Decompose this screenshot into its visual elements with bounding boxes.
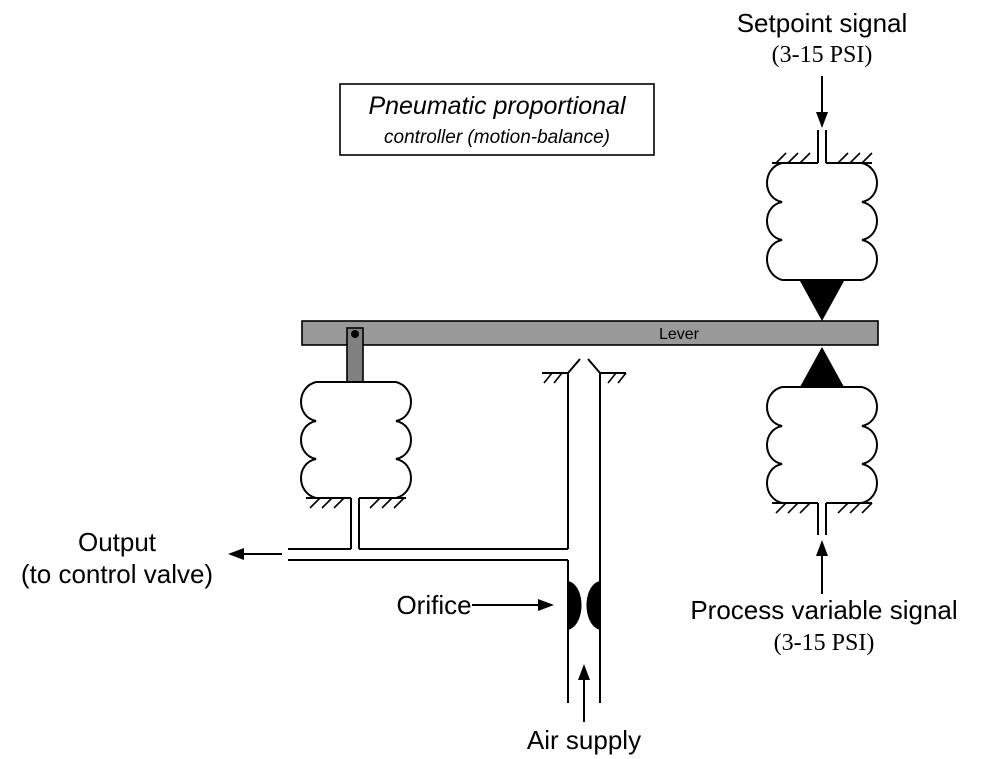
title-line1: Pneumatic proportional xyxy=(368,92,627,120)
title-box: Pneumatic proportional controller (motio… xyxy=(339,83,655,156)
process-variable-arrow xyxy=(816,540,828,594)
nozzle-and-supply-tube xyxy=(288,358,627,703)
orifice-label: Orifice xyxy=(396,590,471,620)
lever-label: Lever xyxy=(659,326,700,343)
setpoint-bellows xyxy=(766,130,878,321)
orifice-arrow xyxy=(472,599,554,611)
setpoint-arrow xyxy=(816,76,828,128)
output-label: Output xyxy=(78,527,157,557)
title-line2: controller (motion-balance) xyxy=(384,127,610,148)
output-sub-label: (to control valve) xyxy=(21,559,213,589)
air-supply-arrow xyxy=(578,664,590,722)
setpoint-label: Setpoint signal xyxy=(737,8,908,38)
lever: Lever xyxy=(301,320,879,383)
feedback-bellows xyxy=(300,381,412,549)
air-supply-label: Air supply xyxy=(527,725,641,755)
setpoint-range-label: (3-15 PSI) xyxy=(772,42,873,68)
process-variable-bellows xyxy=(766,347,878,535)
process-variable-range-label: (3-15 PSI) xyxy=(774,630,875,656)
orifice-restriction xyxy=(568,581,600,630)
output-arrow xyxy=(228,548,282,560)
process-variable-label: Process variable signal xyxy=(690,595,957,625)
